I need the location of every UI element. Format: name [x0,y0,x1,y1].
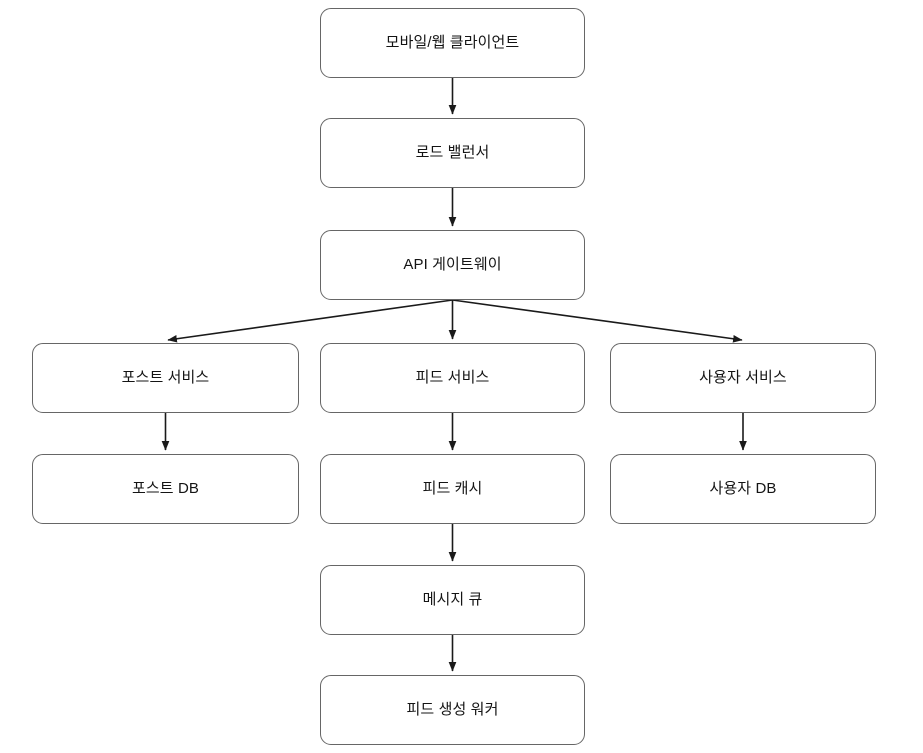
node-label: 피드 서비스 [415,369,490,386]
node-loadbalancer[interactable]: 로드 밸런서 [320,118,585,188]
node-label: 피드 캐시 [422,480,483,497]
node-userdb[interactable]: 사용자 DB [610,454,876,524]
node-client[interactable]: 모바일/웹 클라이언트 [320,8,585,78]
node-label: 모바일/웹 클라이언트 [385,34,520,51]
node-label: 사용자 DB [709,480,777,497]
node-label: 메시지 큐 [422,591,483,608]
node-feedworker[interactable]: 피드 생성 워커 [320,675,585,745]
node-userservice[interactable]: 사용자 서비스 [610,343,876,413]
node-postdb[interactable]: 포스트 DB [32,454,299,524]
node-label: 포스트 DB [131,480,199,497]
node-feedservice[interactable]: 피드 서비스 [320,343,585,413]
node-label: 로드 밸런서 [415,144,490,161]
node-postservice[interactable]: 포스트 서비스 [32,343,299,413]
edge-apigateway-to-userservice [452,299,743,343]
node-messagequeue[interactable]: 메시지 큐 [320,565,585,635]
node-apigateway[interactable]: API 게이트웨이 [320,230,585,300]
node-label: API 게이트웨이 [403,256,502,273]
edge-apigateway-to-postservice [167,299,453,343]
node-label: 피드 생성 워커 [406,701,499,718]
node-feedcache[interactable]: 피드 캐시 [320,454,585,524]
node-label: 사용자 서비스 [699,369,787,386]
node-label: 포스트 서비스 [121,369,210,386]
